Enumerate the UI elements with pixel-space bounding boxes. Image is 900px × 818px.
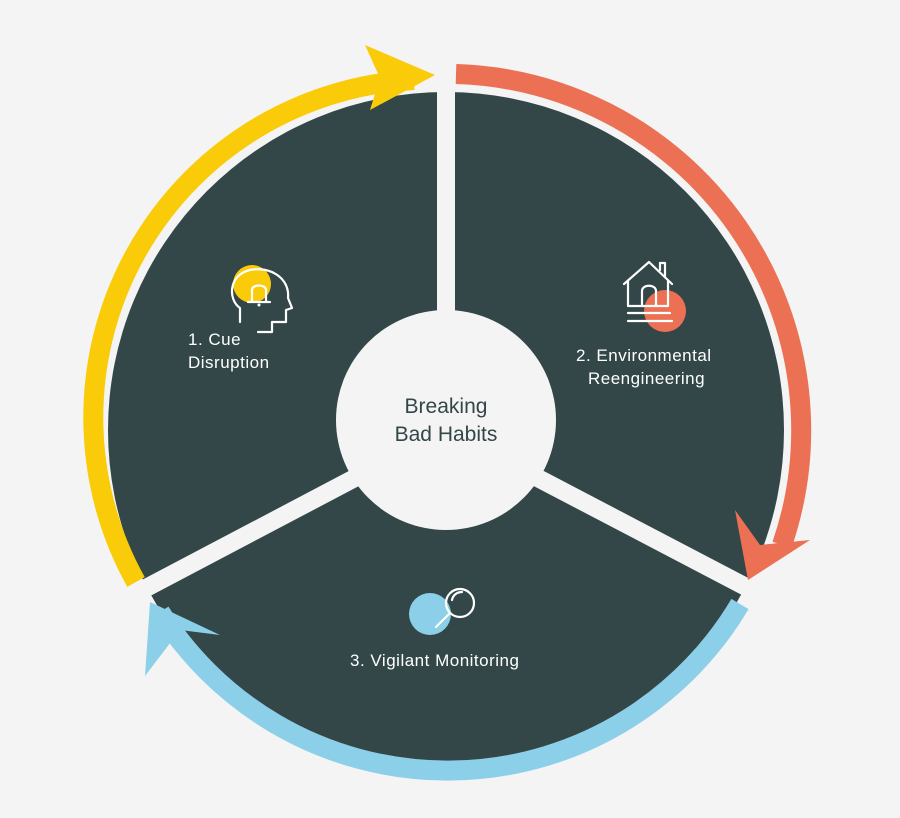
- step3-label: 3. Vigilant Monitoring: [350, 651, 519, 670]
- segments: [108, 80, 784, 768]
- head-bell-icon: [230, 265, 294, 334]
- house-icon: [622, 260, 686, 332]
- arrow-cue-disruption: [83, 45, 435, 587]
- arrow-vigilant-monitoring: [145, 598, 749, 781]
- arrow-environmental: [455, 64, 812, 580]
- step2-label-line2: Reengineering: [588, 369, 705, 388]
- center-hub: [336, 310, 556, 530]
- step2-label-line1: 2. Environmental: [576, 346, 712, 365]
- magnifier-icon: [409, 587, 476, 635]
- center-title-line2: Bad Habits: [395, 423, 498, 446]
- step1-label-line1: 1. Cue: [188, 330, 241, 349]
- step1-label-line2: Disruption: [188, 353, 270, 372]
- center-title-line1: Breaking: [405, 395, 488, 418]
